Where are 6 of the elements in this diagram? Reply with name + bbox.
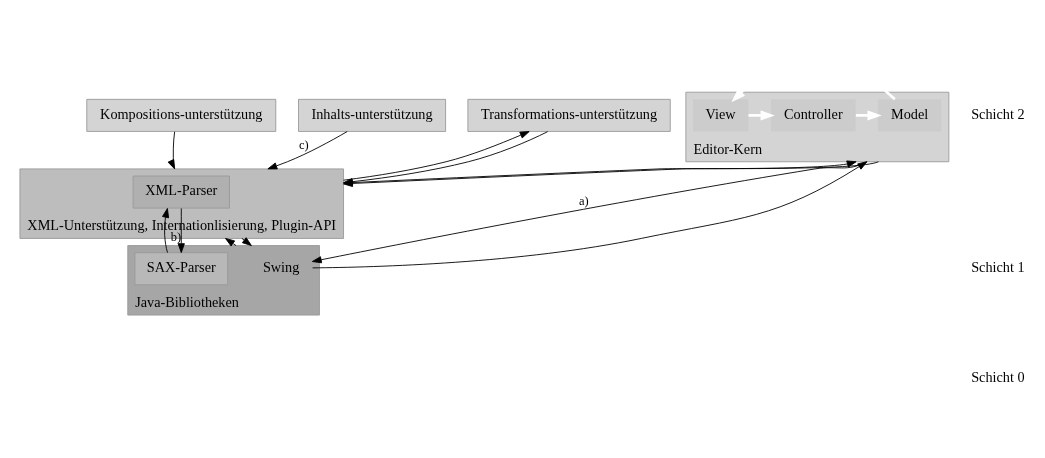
edge-label: a)	[579, 193, 589, 208]
node-text: Swing	[262, 259, 300, 276]
edge-label: c)	[298, 137, 309, 152]
label: Schicht 2	[971, 105, 1025, 122]
label: Schicht 0	[971, 368, 1025, 385]
label: Schicht 1	[971, 259, 1025, 276]
